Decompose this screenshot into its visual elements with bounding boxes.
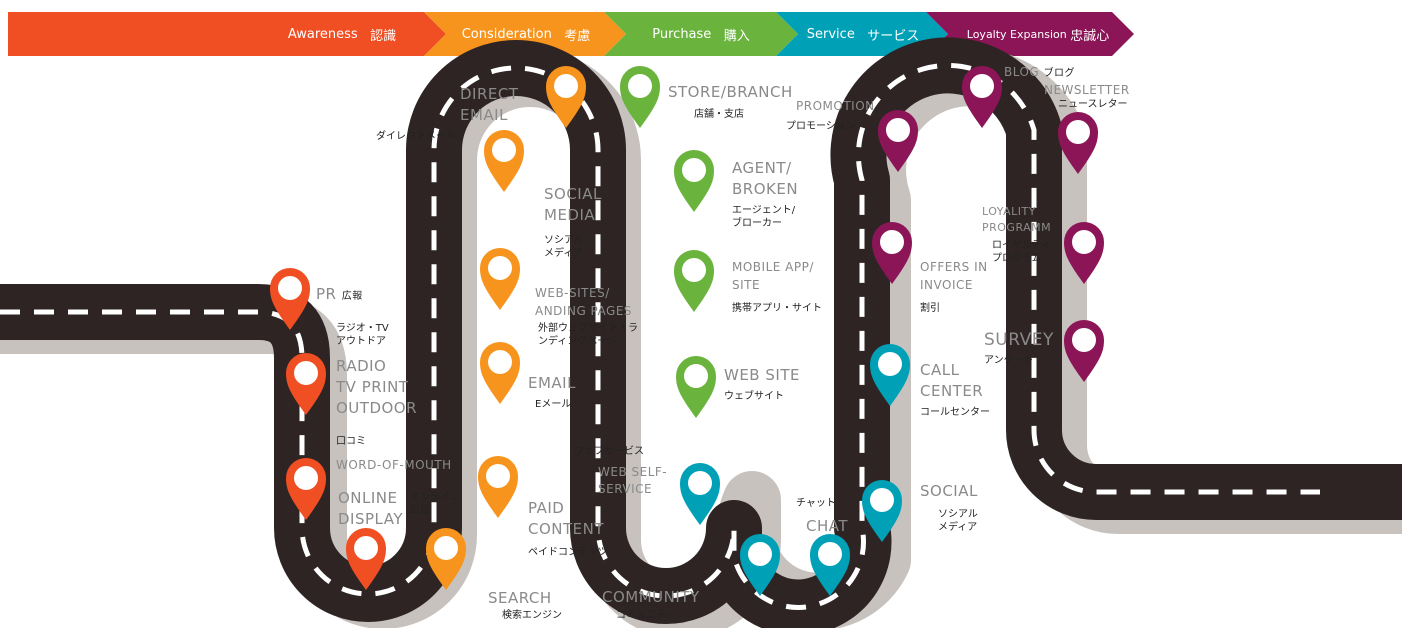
pin-website-icon bbox=[676, 356, 716, 418]
label-wom-jp: 口コミ bbox=[336, 436, 366, 447]
label-online-jp: オンライン 広告 bbox=[410, 492, 460, 516]
label-website: WEB SITE bbox=[724, 366, 800, 384]
pin-paid-content-icon bbox=[478, 456, 518, 518]
label-social: SOCIAL bbox=[920, 482, 978, 500]
label-survey: SURVEY bbox=[984, 330, 1054, 350]
label-survey-jp: アンケート bbox=[984, 355, 1034, 366]
label-search: SEARCH bbox=[488, 589, 552, 607]
label-social-media: SOCIAL MEDIA bbox=[544, 185, 602, 224]
label-mobile-jp: 携帯アプリ・サイト bbox=[732, 303, 822, 314]
label-loyalty-jp: ロイヤルティ プログラム bbox=[992, 240, 1052, 264]
label-websites-jp: 外部ウェブサイト・ラ ンディングページ bbox=[538, 323, 638, 347]
stage-service: Service サービス bbox=[806, 26, 920, 44]
label-paid-jp: ペイドコンテンツ bbox=[528, 547, 608, 558]
stage-loyalty: Loyalty Expansion 忠誠心 bbox=[966, 27, 1110, 44]
stage-consideration-arrow bbox=[424, 12, 626, 56]
label-loyalty: LOYALITY PROGRAMM bbox=[982, 205, 1052, 234]
pin-websites-icon bbox=[480, 248, 520, 310]
label-email-jp: Eメール bbox=[535, 399, 572, 410]
stage-service-arrow bbox=[776, 12, 948, 56]
label-community-jp: コミュニティ bbox=[616, 610, 676, 621]
label-offers-jp: 割引 bbox=[920, 303, 940, 314]
label-newsletter: NEWSLETTER bbox=[1044, 83, 1130, 97]
label-online: ONLINE DISPLAY bbox=[338, 489, 404, 528]
pin-agent-icon bbox=[674, 150, 714, 212]
road-center-dashes bbox=[0, 62, 1320, 610]
label-blog: BLOG ブログ bbox=[1004, 65, 1076, 79]
pin-social-media-icon bbox=[484, 130, 524, 192]
label-promotion-jp: プロモーション bbox=[786, 121, 856, 132]
stage-consideration: Consideration 考慮 bbox=[461, 26, 591, 44]
label-email: EMAIL bbox=[528, 374, 576, 392]
label-offers: OFFERS IN INVOICE bbox=[920, 260, 988, 292]
label-direct-email: DIRECT EMAIL bbox=[460, 85, 519, 124]
stage-awareness-arrow bbox=[250, 12, 446, 56]
label-direct-email-jp: ダイレクトメール bbox=[376, 131, 456, 142]
label-websites: WEB-SITES/ ANDING PAGES bbox=[535, 286, 633, 318]
label-mobile: MOBILE APP/ SITE bbox=[732, 260, 814, 292]
stage-purchase-arrow bbox=[604, 12, 798, 56]
label-promotion: PROMOTION bbox=[796, 99, 875, 113]
label-website-jp: ウェブサイト bbox=[724, 391, 784, 402]
label-store: STORE/BRANCH bbox=[668, 83, 793, 101]
label-store-jp: 店舗・支店 bbox=[694, 109, 744, 120]
label-community: COMMUNITY bbox=[602, 588, 700, 606]
label-social-media-jp: ソシアル メディア bbox=[544, 235, 584, 259]
label-agent-jp: エージェント/ ブローカー bbox=[732, 205, 796, 229]
pin-email-icon bbox=[480, 342, 520, 404]
stage-awareness-band bbox=[8, 12, 250, 56]
label-chat-jp: チャット bbox=[796, 498, 836, 509]
label-chat: CHAT bbox=[806, 517, 849, 535]
label-paid: PAID CONTENT bbox=[528, 499, 605, 538]
label-search-jp: 検索エンジン bbox=[502, 610, 562, 621]
label-social-jp: ソシアル メディア bbox=[938, 509, 978, 533]
label-self-service: WEB SELF- SERVICE bbox=[598, 465, 668, 496]
label-agent: AGENT/ BROKEN bbox=[732, 159, 799, 198]
pin-blog-icon bbox=[962, 66, 1002, 128]
stage-purchase: Purchase 購入 bbox=[652, 26, 750, 44]
label-radio-jp: ラジオ・TV アウトドア bbox=[336, 323, 389, 347]
label-call-center-jp: コールセンター bbox=[920, 407, 990, 418]
stage-band-graphic bbox=[8, 12, 1134, 56]
label-self-service-jp: ウェブサービス bbox=[574, 446, 644, 457]
label-call-center: CALL CENTER bbox=[920, 361, 984, 400]
label-pr: PR 広報 bbox=[316, 285, 363, 303]
label-wom: WORD-OF-MOUTH bbox=[336, 458, 452, 472]
label-newsletter-jp: ニュースレター bbox=[1058, 99, 1128, 110]
pin-mobile-icon bbox=[674, 250, 714, 312]
label-radio: RADIO TV PRINT OUTDOOR bbox=[336, 357, 418, 417]
stage-awareness: Awareness 認識 bbox=[287, 26, 397, 44]
